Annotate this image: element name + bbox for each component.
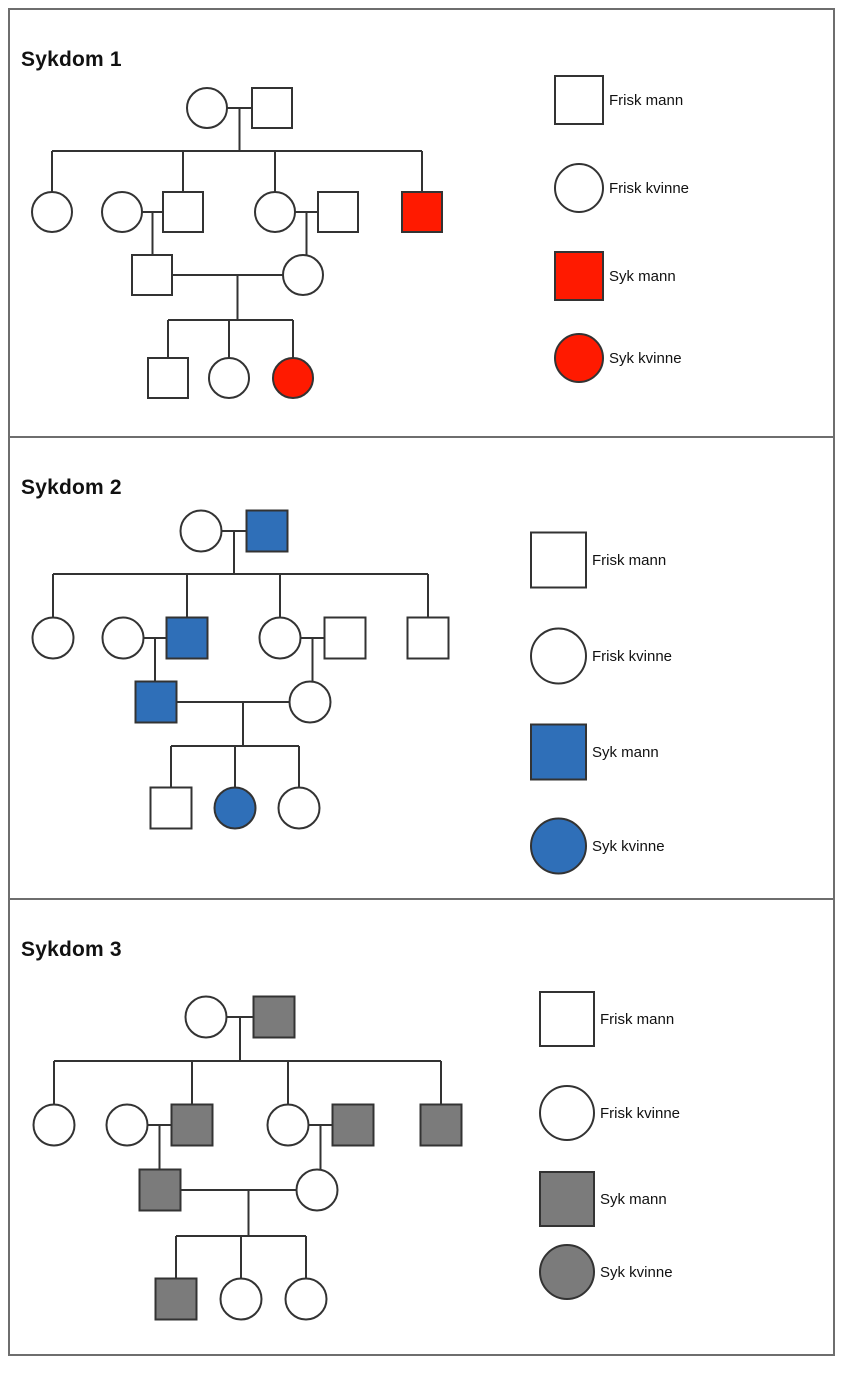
female-circle [530, 627, 587, 685]
affected-male-square [138, 1168, 182, 1212]
legend-label: Frisk mann [609, 92, 683, 109]
male-square [149, 786, 193, 830]
affected-male-square [530, 723, 587, 781]
female-circle [179, 509, 223, 553]
affected-female-circle [213, 786, 257, 830]
legend-label: Frisk kvinne [609, 180, 689, 197]
legend-label: Frisk kvinne [600, 1105, 680, 1122]
female-circle [266, 1103, 310, 1147]
legend-label: Syk kvinne [609, 350, 682, 367]
female-circle [539, 1085, 595, 1141]
legend-label: Syk mann [600, 1191, 667, 1208]
legend-label: Frisk mann [592, 552, 666, 569]
affected-male-square [539, 1171, 595, 1227]
legend-label: Syk kvinne [592, 838, 665, 855]
panel-divider [8, 436, 835, 438]
male-square [323, 616, 367, 660]
female-circle [186, 87, 228, 129]
female-circle [208, 357, 250, 399]
male-square [554, 75, 604, 125]
affected-male-square [165, 616, 209, 660]
legend-label: Syk kvinne [600, 1264, 673, 1281]
legend-label: Syk mann [592, 744, 659, 761]
outer-frame [8, 8, 835, 1356]
affected-male-square [154, 1277, 198, 1321]
female-circle [284, 1277, 328, 1321]
affected-male-square [245, 509, 289, 553]
affected-female-circle [272, 357, 314, 399]
female-circle [184, 995, 228, 1039]
affected-male-square [252, 995, 296, 1039]
female-circle [254, 191, 296, 233]
affected-female-circle [530, 817, 587, 875]
female-circle [295, 1168, 339, 1212]
panel-title: Sykdom 1 [21, 48, 122, 71]
affected-male-square [419, 1103, 463, 1147]
female-circle [31, 191, 73, 233]
male-square [406, 616, 450, 660]
affected-male-square [134, 680, 178, 724]
legend-label: Frisk mann [600, 1011, 674, 1028]
legend-label: Syk mann [609, 268, 676, 285]
affected-male-square [554, 251, 604, 301]
affected-female-circle [554, 333, 604, 383]
panel-title: Sykdom 2 [21, 476, 122, 499]
male-square [530, 531, 587, 589]
affected-male-square [401, 191, 443, 233]
female-circle [288, 680, 332, 724]
affected-male-square [331, 1103, 375, 1147]
male-square [162, 191, 204, 233]
affected-female-circle [539, 1244, 595, 1300]
female-circle [258, 616, 302, 660]
male-square [317, 191, 359, 233]
female-circle [105, 1103, 149, 1147]
female-circle [554, 163, 604, 213]
female-circle [282, 254, 324, 296]
affected-male-square [170, 1103, 214, 1147]
male-square [131, 254, 173, 296]
panel-title: Sykdom 3 [21, 938, 122, 961]
female-circle [32, 1103, 76, 1147]
female-circle [101, 616, 145, 660]
legend-label: Frisk kvinne [592, 648, 672, 665]
female-circle [31, 616, 75, 660]
female-circle [101, 191, 143, 233]
female-circle [219, 1277, 263, 1321]
panel-divider [8, 898, 835, 900]
female-circle [277, 786, 321, 830]
male-square [147, 357, 189, 399]
male-square [251, 87, 293, 129]
male-square [539, 991, 595, 1047]
